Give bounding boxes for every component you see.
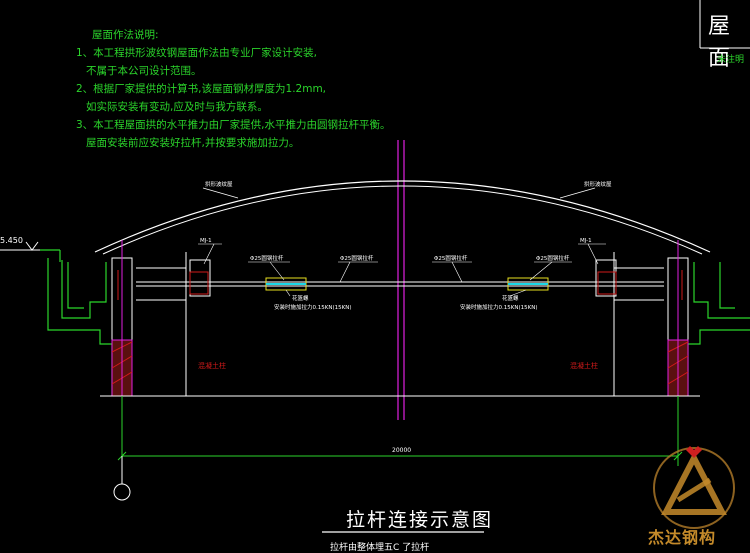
turnbuckle-left: [265, 277, 307, 291]
tension-label-right: 安装时施加拉力0.15KN(15KN): [460, 303, 537, 311]
side-title: 屋面: [708, 14, 731, 71]
side-subtitle: 未注明: [717, 55, 745, 65]
rod-label-3: Φ25圆钢拉杆: [434, 254, 468, 262]
arch-roof-outer: [94, 180, 711, 253]
dimension-line: [117, 396, 683, 484]
notes-line: 屋面安装前应安装好拉杆,并按要求施加拉力。: [76, 137, 300, 149]
anchor-plate-left: [189, 271, 209, 295]
right-gutter: [687, 262, 750, 396]
notes-block: 屋面作法说明: 1、本工程拱形波纹钢屋面作法由专业厂家设计安装, 不属于本公司设…: [76, 26, 391, 152]
rod-label-1: Φ25圆钢拉杆: [250, 254, 284, 262]
rod-label-2: Φ25圆钢拉杆: [340, 254, 374, 262]
mj-label-right: MJ-1: [580, 238, 592, 244]
turnbuckle-label-right: 花篮螺: [502, 294, 519, 302]
dimension-label: 20000: [392, 447, 411, 454]
drawing-subtitle: 拉杆由整体埋五C 了拉杆: [330, 543, 430, 553]
leader-line: [559, 187, 596, 199]
notes-heading: 屋面作法说明:: [92, 29, 159, 41]
axis-bubble: [113, 483, 131, 501]
notes-line: 如实际安装有变动,应及时与我方联系。: [76, 101, 268, 113]
elevation-label: 5.450: [0, 236, 23, 245]
drawing-title: 拉杆连接示意图: [346, 509, 494, 531]
tie-rod: [136, 267, 664, 301]
arch-label-right: 拱形波纹屋: [584, 180, 612, 188]
tension-label-left: 安装时施加拉力0.15KN(15KN): [274, 303, 351, 311]
column-label-right: 混凝土柱: [570, 361, 598, 370]
left-gutter: [40, 249, 113, 396]
notes-line: 2、根据厂家提供的计算书,该屋面钢材厚度为1.2mm,: [76, 83, 327, 95]
arch-roof-inner: [102, 185, 703, 255]
mj-label-left: MJ-1: [200, 238, 212, 244]
logo-text: 杰达钢构: [648, 528, 717, 547]
column-label-left: 混凝土柱: [198, 361, 226, 370]
rod-label-4: Φ25圆钢拉杆: [536, 254, 570, 262]
elevation-mark: [0, 241, 40, 251]
arch-label-left: 拱形波纹屋: [205, 180, 233, 188]
turnbuckle-right: [507, 277, 549, 291]
notes-line: 1、本工程拱形波纹钢屋面作法由专业厂家设计安装,: [76, 47, 318, 59]
company-logo: [653, 446, 735, 529]
rod-leaders: [198, 243, 606, 297]
notes-line: 不属于本公司设计范围。: [76, 65, 202, 77]
anchor-plate-right: [597, 271, 617, 295]
leader-line: [202, 187, 239, 199]
turnbuckle-label-left: 花篮螺: [292, 294, 309, 302]
notes-line: 3、本工程屋面拱的水平推力由厂家提供,水平推力由圆钢拉杆平衡。: [76, 119, 391, 131]
